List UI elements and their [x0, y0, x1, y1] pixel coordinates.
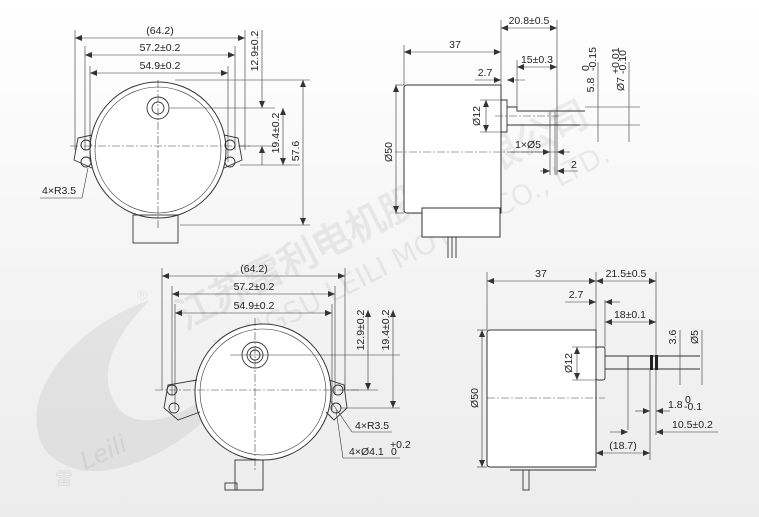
note-radius: 4×R3.5: [355, 420, 389, 432]
front-view-top: (64.2) 57.2±0.2 54.9±0.2 12.9±0.2 19.4±0…: [40, 25, 310, 244]
dim-cross-hole: 1×Ø5: [515, 139, 541, 151]
dim-hole-span-inner: 54.9±0.2: [140, 60, 181, 72]
dim-shaft-offset-b: 19.4±0.2: [380, 309, 392, 350]
dim-flat-size: 5.8 0 -0.15: [580, 47, 599, 92]
dim-groove-width: 1.8: [668, 399, 683, 411]
side-view-top: 37 20.8±0.5 15±0.3 2.7 Ø12 Ø50 5.8 0 -0.…: [383, 15, 640, 258]
dim-overall-width: (64.2): [240, 263, 267, 275]
dim-boss-depth: 2.7: [478, 67, 493, 79]
dim-shaft-offset-a: 12.9±0.2: [249, 30, 261, 71]
dim-reference-length: (18.7): [609, 440, 636, 452]
dim-hole-span-inner: 54.9±0.2: [234, 300, 275, 312]
dim-hole-span-outer: 57.2±0.2: [234, 281, 275, 293]
flat-size-value: 5.8: [585, 78, 597, 93]
note-radius: 4×R3.5: [42, 185, 76, 197]
groove-tol-lower: -0.1: [684, 401, 702, 413]
note-hole: 4×Ø4.1: [349, 446, 384, 458]
hole-tol-lower: 0: [391, 446, 397, 458]
dim-body-length: 37: [535, 268, 547, 280]
dim-shaft-length: 21.5±0.5: [606, 268, 647, 280]
dim-hole-offset: 2: [571, 159, 577, 171]
logo-char: 雷: [55, 469, 73, 490]
dim-shaft-diameter: Ø5: [689, 330, 701, 344]
flat-tol-upper: 0: [580, 65, 592, 71]
dim-hole-span-outer: 57.2±0.2: [140, 42, 181, 54]
dim-shaft-length: 20.8±0.5: [509, 15, 550, 27]
dim-height: 57.6: [290, 141, 302, 162]
shaft-tol-lower: -0.10: [617, 50, 629, 74]
dim-shaft-segment: 18±0.1: [614, 309, 646, 321]
logo-mark: [36, 300, 250, 472]
shaft-diameter-value: Ø7: [615, 77, 627, 91]
dim-body-length: 37: [449, 39, 461, 51]
dim-shaft-offset-a: 12.9±0.2: [355, 309, 367, 350]
dim-boss-diameter: Ø12: [563, 353, 575, 373]
dim-boss-diameter: Ø12: [471, 106, 483, 126]
dim-shaft-diameter: Ø7 +0.01 -0.10: [610, 47, 629, 91]
registered-mark: ®: [135, 288, 149, 304]
dim-groove-diameter: 3.6: [667, 330, 679, 345]
dim-boss-depth: 2.7: [569, 289, 584, 301]
shaft-tol-upper: +0.01: [610, 47, 622, 74]
side-view-bottom: 37 21.5±0.5 2.7 18±0.1 Ø12 Ø50 3.6 Ø5 1.…: [469, 268, 718, 491]
dim-overall-width: (64.2): [146, 25, 173, 37]
dim-shaft-offset-b: 19.4±0.2: [270, 112, 282, 153]
dim-groove-position: 10.5±0.2: [672, 419, 713, 431]
groove-tol-upper: 0: [685, 394, 691, 406]
dim-body-diameter: Ø50: [469, 388, 481, 408]
flat-tol-lower: -0.15: [587, 47, 599, 71]
front-view-bottom: (64.2) 57.2±0.2 54.9±0.2 12.9±0.2 19.4±0…: [155, 263, 411, 491]
dim-flat-length: 15±0.3: [521, 54, 553, 66]
hole-tol-upper: +0.2: [390, 439, 411, 451]
dim-body-diameter: Ø50: [383, 142, 395, 162]
